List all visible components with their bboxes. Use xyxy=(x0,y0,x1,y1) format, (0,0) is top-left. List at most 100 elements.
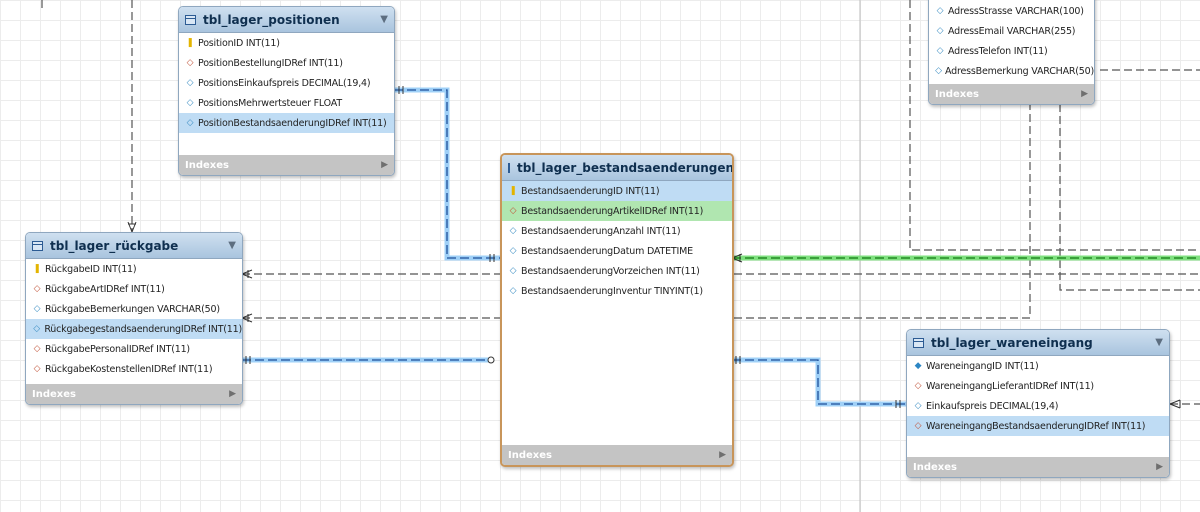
column-row[interactable]: ◇PositionsMehrwertsteuer FLOAT xyxy=(179,93,394,113)
table-icon xyxy=(508,162,510,173)
cardinality-markers xyxy=(127,86,1181,409)
column-row[interactable]: ◇WareneingangLieferantIDRef INT(11) xyxy=(907,376,1169,396)
expand-arrow-icon[interactable]: ▶ xyxy=(381,160,388,170)
table-header[interactable]: tbl_lager_wareneingang ▼ xyxy=(907,330,1169,356)
indexes-footer[interactable]: Indexes ▶ xyxy=(502,445,732,465)
column-list: ❚BestandsaenderungID INT(11)◇Bestandsaen… xyxy=(502,181,732,301)
column-icon: ◇ xyxy=(936,6,944,16)
column-row[interactable]: ◇ BestandsaenderungAnzahl INT(11) xyxy=(502,221,732,241)
column-icon: ◇ xyxy=(935,66,942,76)
indexes-footer[interactable]: Indexes ▶ xyxy=(929,84,1094,104)
column-row[interactable]: ◇AdressEmail VARCHAR(255) xyxy=(929,21,1094,41)
table-icon xyxy=(913,337,924,348)
table-positionen[interactable]: tbl_lager_positionen ▼ ❚PositionID INT(1… xyxy=(178,6,395,176)
column-icon: ◇ xyxy=(186,118,194,128)
collapse-arrow-icon[interactable]: ▼ xyxy=(380,14,388,25)
column-icon: ◇ xyxy=(509,226,517,236)
table-name: tbl_lager_positionen xyxy=(203,12,340,27)
column-row[interactable]: ◇ BestandsaenderungDatum DATETIME xyxy=(502,241,732,261)
foreign-key-icon: ◇ xyxy=(186,58,194,68)
column-label: WareneingangBestandsaenderungIDRef INT(1… xyxy=(926,420,1146,432)
column-label: PositionsEinkaufspreis DECIMAL(19,4) xyxy=(198,77,371,89)
column-row[interactable]: ❚RückgabeID INT(11) xyxy=(26,259,242,279)
column-label: BestandsaenderungArtikelIDRef INT(11) xyxy=(521,205,704,217)
column-icon: ◇ xyxy=(509,266,517,276)
relation-rueckgabe-right-2 xyxy=(242,104,1031,319)
column-list: ❚PositionID INT(11)◇PositionBestellungID… xyxy=(179,33,394,133)
relation-adresse-bottom xyxy=(1059,104,1200,291)
column-label: AdressStrasse VARCHAR(100) xyxy=(948,5,1084,17)
primary-key-icon: ❚ xyxy=(186,38,194,48)
column-label: BestandsaenderungDatum DATETIME xyxy=(521,245,693,257)
indexes-footer[interactable]: Indexes ▶ xyxy=(179,155,394,175)
column-label: BestandsaenderungAnzahl INT(11) xyxy=(521,225,681,237)
column-list: ❚RückgabeID INT(11)◇RückgabeArtIDRef INT… xyxy=(26,259,242,379)
expand-arrow-icon[interactable]: ▶ xyxy=(229,389,236,399)
column-label: AdressTelefon INT(11) xyxy=(948,45,1048,57)
table-header[interactable]: tbl_lager_bestandsaenderungen ▼ xyxy=(502,155,732,181)
column-label: AdressBemerkung VARCHAR(50) xyxy=(945,65,1094,77)
column-row[interactable]: ◇PositionBestandsaenderungIDRef INT(11) xyxy=(179,113,394,133)
expand-arrow-icon[interactable]: ▶ xyxy=(1156,462,1163,472)
column-row[interactable]: ◆WareneingangID INT(11) xyxy=(907,356,1169,376)
column-label: RückgabeArtIDRef INT(11) xyxy=(45,283,165,295)
column-row[interactable]: ◇AdressTelefon INT(11) xyxy=(929,41,1094,61)
indexes-label: Indexes xyxy=(32,388,76,400)
column-label: RückgabeBemerkungen VARCHAR(50) xyxy=(45,303,220,315)
column-row[interactable]: ◇ PositionsEinkaufspreis DECIMAL(19,4) xyxy=(179,73,394,93)
indexes-footer[interactable]: Indexes ▶ xyxy=(26,384,242,404)
table-rueckgabe[interactable]: tbl_lager_rückgabe ▼ ❚RückgabeID INT(11)… xyxy=(25,232,243,405)
collapse-arrow-icon[interactable]: ▼ xyxy=(228,240,236,251)
primary-key-icon: ❚ xyxy=(33,264,41,274)
table-name: tbl_lager_bestandsaenderungen xyxy=(517,160,734,175)
column-row[interactable]: ◇AdressBemerkung VARCHAR(50) xyxy=(929,61,1094,81)
column-row[interactable]: ◇ WareneingangBestandsaenderungIDRef INT(… xyxy=(907,416,1169,436)
column-row[interactable]: ◇ BestandsaenderungVorzeichen INT(11) xyxy=(502,261,732,281)
column-row[interactable]: ◇RückgabeKostenstellenIDRef INT(11) xyxy=(26,359,242,379)
column-icon: ◇ xyxy=(914,401,922,411)
column-label: Einkaufspreis DECIMAL(19,4) xyxy=(926,400,1059,412)
column-row[interactable]: ◇PositionBestellungIDRef INT(11) xyxy=(179,53,394,73)
column-icon: ◇ xyxy=(509,246,517,256)
indexes-label: Indexes xyxy=(508,449,552,461)
column-row[interactable]: ◇ RückgabeBemerkungen VARCHAR(50) xyxy=(26,299,242,319)
column-icon: ◇ xyxy=(186,78,194,88)
table-icon xyxy=(185,14,196,25)
column-list: ◇AdressStrasse VARCHAR(100)◇AdressEmail … xyxy=(929,1,1094,81)
primary-key-icon: ❚ xyxy=(509,186,517,196)
not-null-icon: ◆ xyxy=(914,361,922,371)
column-row[interactable]: ❚BestandsaenderungID INT(11) xyxy=(502,181,732,201)
column-icon: ◇ xyxy=(33,304,41,314)
expand-arrow-icon[interactable]: ▶ xyxy=(1081,89,1088,99)
column-icon: ◇ xyxy=(186,98,194,108)
table-header[interactable]: tbl_lager_positionen ▼ xyxy=(179,7,394,33)
column-row[interactable]: ❚PositionID INT(11) xyxy=(179,33,394,53)
table-bestandsaenderungen[interactable]: tbl_lager_bestandsaenderungen ▼ ❚Bestand… xyxy=(500,153,734,467)
column-row[interactable]: ◇RückgabeArtIDRef INT(11) xyxy=(26,279,242,299)
expand-arrow-icon[interactable]: ▶ xyxy=(719,450,726,460)
column-label: BestandsaenderungInventur TINYINT(1) xyxy=(521,285,703,297)
gray-relations xyxy=(41,0,1200,405)
column-label: RückgabeKostenstellenIDRef INT(11) xyxy=(45,363,213,375)
column-row[interactable]: ◇ RückgabePersonalIDRef INT(11) xyxy=(26,339,242,359)
table-header[interactable]: tbl_lager_rückgabe ▼ xyxy=(26,233,242,259)
table-wareneingang[interactable]: tbl_lager_wareneingang ▼ ◆WareneingangID… xyxy=(906,329,1170,478)
column-label: AdressEmail VARCHAR(255) xyxy=(948,25,1076,37)
column-row[interactable]: ◇BestandsaenderungArtikelIDRef INT(11) xyxy=(502,201,732,221)
column-list: ◆WareneingangID INT(11)◇WareneingangLief… xyxy=(907,356,1169,436)
indexes-label: Indexes xyxy=(913,461,957,473)
column-label: BestandsaenderungVorzeichen INT(11) xyxy=(521,265,700,277)
column-row[interactable]: ◇BestandsaenderungInventur TINYINT(1) xyxy=(502,281,732,301)
table-adresse[interactable]: ◇AdressStrasse VARCHAR(100)◇AdressEmail … xyxy=(928,0,1095,105)
column-row[interactable]: ◇ AdressStrasse VARCHAR(100) xyxy=(929,1,1094,21)
column-row[interactable]: ◇ Einkaufspreis DECIMAL(19,4) xyxy=(907,396,1169,416)
table-name: tbl_lager_wareneingang xyxy=(931,335,1093,350)
indexes-footer[interactable]: Indexes ▶ xyxy=(907,457,1169,477)
column-label: RückgabePersonalIDRef INT(11) xyxy=(45,343,190,355)
column-row[interactable]: ◇RückgabegestandsaenderungIDRef INT(11) xyxy=(26,319,242,339)
column-icon: ◇ xyxy=(33,324,41,334)
collapse-arrow-icon[interactable]: ▼ xyxy=(1155,337,1163,348)
foreign-key-icon: ◇ xyxy=(33,344,41,354)
foreign-key-icon: ◇ xyxy=(914,421,922,431)
